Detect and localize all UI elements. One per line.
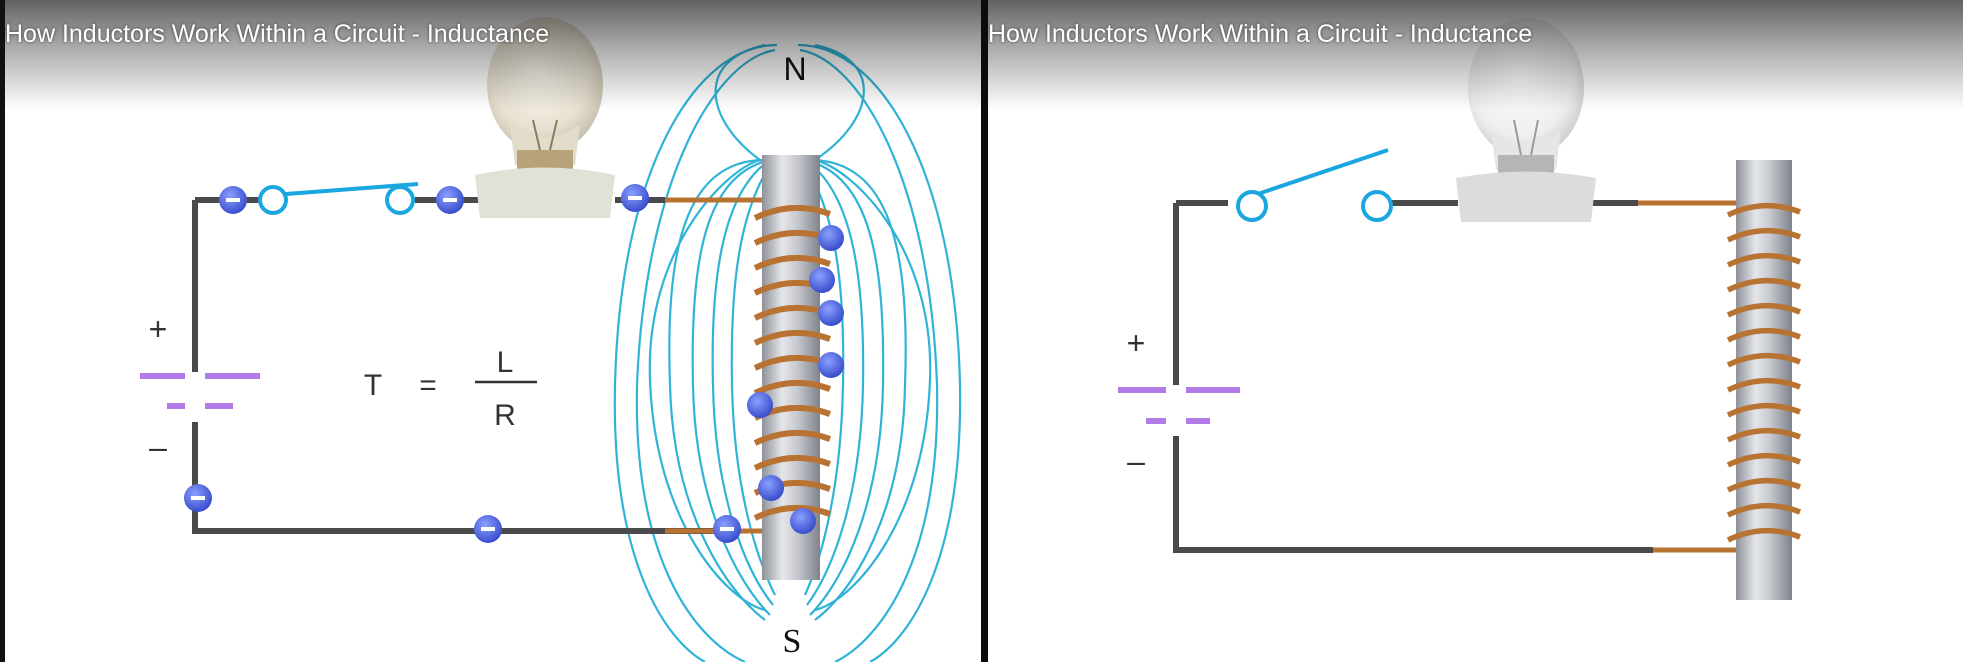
battery	[140, 372, 260, 422]
circuit-animation-left: + – T = L R N S	[140, 17, 962, 662]
formula-equals: =	[419, 369, 437, 402]
switch	[1236, 148, 1393, 222]
battery-plus-sign: +	[149, 311, 168, 347]
electron	[713, 515, 741, 543]
time-constant-formula: T = L R	[364, 346, 537, 432]
electron	[818, 352, 844, 378]
north-pole-label: N	[783, 51, 806, 87]
video-title-left[interactable]: How Inductors Work Within a Circuit - In…	[5, 20, 550, 48]
electron	[474, 515, 502, 543]
battery-minus-sign: –	[149, 429, 167, 465]
inductor-coil	[1726, 202, 1801, 543]
switch	[258, 182, 419, 215]
battery-minus-sign: –	[1127, 443, 1145, 479]
electron	[818, 300, 844, 326]
video-player-right[interactable]: + – How Inductors Work Within a Circuit …	[988, 0, 1963, 662]
south-pole-label: S	[783, 623, 802, 660]
electron	[809, 267, 835, 293]
circuit-wires	[1173, 200, 1653, 553]
window-edge	[0, 0, 5, 662]
electron	[790, 508, 816, 534]
electron	[818, 225, 844, 251]
electron	[621, 184, 649, 212]
formula-lhs: T	[364, 369, 382, 402]
battery	[1118, 386, 1240, 436]
electron	[184, 484, 212, 512]
formula-numerator: L	[497, 346, 514, 379]
electron	[436, 186, 464, 214]
electrons	[184, 184, 844, 543]
circuit-animation-right: + –	[1118, 18, 1801, 600]
electron	[758, 475, 784, 501]
video-player-left[interactable]: + – T = L R N S How Inductors Work Withi…	[5, 0, 981, 662]
battery-plus-sign: +	[1127, 325, 1146, 361]
electron	[747, 392, 773, 418]
video-title-right[interactable]: How Inductors Work Within a Circuit - In…	[988, 20, 1533, 48]
player-divider	[981, 0, 988, 662]
electron	[219, 186, 247, 214]
formula-denominator: R	[494, 399, 516, 432]
